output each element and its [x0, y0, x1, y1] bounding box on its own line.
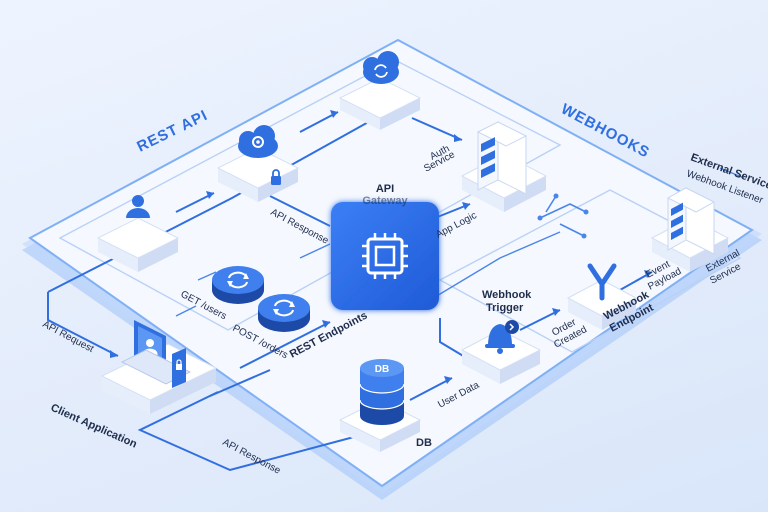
webhook-trigger-label-2: Trigger: [486, 302, 524, 314]
sync-icon: [227, 271, 249, 289]
webhook-icon: [587, 263, 617, 301]
circuit-icon: [537, 193, 589, 239]
gateway-label-line1: API: [376, 183, 394, 195]
post-orders-endpoint[interactable]: [258, 294, 310, 332]
auth-server-node[interactable]: [460, 121, 548, 212]
chip-icon: [362, 233, 408, 279]
api-gateway-node[interactable]: [330, 202, 439, 310]
cloud-sync-icon: [363, 51, 399, 84]
cloud-sync-node[interactable]: [338, 51, 422, 130]
external-service-node[interactable]: [650, 187, 730, 272]
sync-icon: [273, 299, 295, 317]
phone-icon: [172, 348, 186, 388]
bell-icon: [485, 320, 519, 354]
client-application-label: Client Application: [49, 402, 139, 451]
cloud-gear-icon: [238, 125, 278, 158]
lock-icon: [271, 169, 281, 185]
webhook-endpoint-node[interactable]: [566, 263, 638, 330]
client-application-node[interactable]: [100, 320, 218, 414]
db-label: DB: [416, 437, 432, 449]
database-icon: [359, 359, 405, 425]
flow-lines: [47, 109, 745, 472]
user-node[interactable]: [96, 195, 180, 272]
db-icon-text: DB: [375, 364, 389, 375]
gateway-label-line2: Gateway: [362, 195, 408, 207]
webhook-trigger-node[interactable]: [460, 320, 542, 384]
server-icon: [666, 187, 716, 255]
user-icon: [126, 195, 150, 218]
auth-cloud-node[interactable]: [216, 125, 300, 202]
api-request-label: API Request: [41, 319, 96, 355]
database-node[interactable]: [338, 359, 422, 452]
get-users-endpoint[interactable]: [212, 266, 264, 304]
server-icon: [476, 121, 528, 195]
webhook-trigger-label-1: Webhook: [482, 289, 532, 301]
